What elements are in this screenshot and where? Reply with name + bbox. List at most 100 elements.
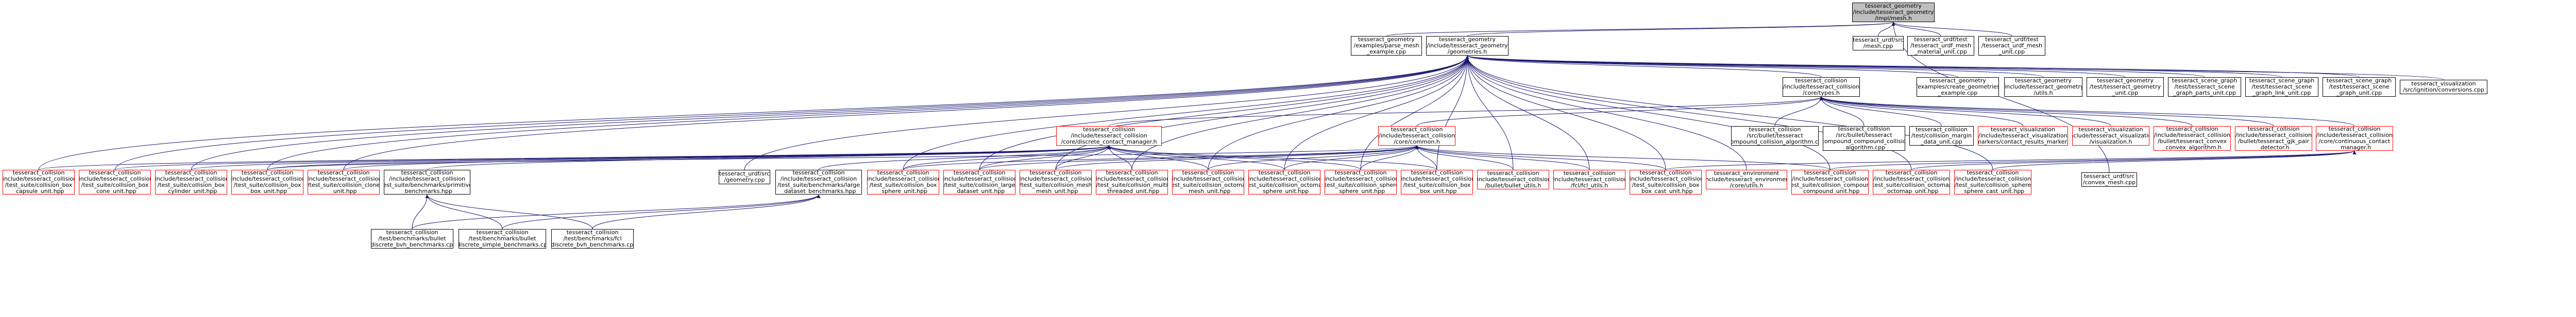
node-compound-unit[interactable]: tesseract_collision /include/tesseract_c… xyxy=(1791,170,1869,195)
edge-root-geometries-h xyxy=(1467,22,1895,37)
edge-root-urdf-mesh-unit xyxy=(1891,22,1941,37)
node-bullet-utils[interactable]: tesseract_collision /include/tesseract_c… xyxy=(1477,170,1549,189)
dependency-edges xyxy=(38,22,2444,230)
edge-types-h-vis-h xyxy=(1819,96,2111,127)
node-sg-link-unit[interactable]: tesseract_scene_graph /test/tesseract_sc… xyxy=(2245,77,2318,97)
edge-geometries-h-bullet-utils xyxy=(1465,55,1514,170)
node-bench-bvh[interactable]: tesseract_collision /test/benchmarks/bul… xyxy=(371,229,453,249)
node-bb-cone[interactable]: tesseract_collision /include/tesseract_c… xyxy=(79,170,151,195)
edge-common-h-bullet-utils xyxy=(1415,145,1514,170)
node-ccm-h[interactable]: tesseract_collision /include/tesseract_c… xyxy=(2316,126,2393,151)
edge-geometries-h-bb-box xyxy=(267,55,1469,170)
edge-geometries-h-sphere-cast xyxy=(1465,55,1993,170)
node-sphere-sphere[interactable]: tesseract_collision /include/tesseract_c… xyxy=(1325,170,1397,195)
node-sg-parts-unit[interactable]: tesseract_scene_graph /test/tesseract_sc… xyxy=(2168,77,2241,97)
edge-common-h-box-cast xyxy=(1415,145,1666,170)
node-geom-unit[interactable]: tesseract_geometry /test/tesseract_geome… xyxy=(2087,77,2164,97)
node-large-ds[interactable]: tesseract_collision /include/tesseract_c… xyxy=(943,170,1015,195)
node-urdf-mesh-unit[interactable]: tesseract_urdf/test /tesseract_urdf_mesh… xyxy=(1907,36,1974,56)
edge-common-h-octo-sphere xyxy=(1284,145,1419,170)
edge-geometries-h-mesh-mesh xyxy=(1055,55,1469,170)
edge-ccm-h-box-cast xyxy=(1665,150,2356,170)
node-fcl-utils[interactable]: tesseract_collision /include/tesseract_c… xyxy=(1553,170,1625,189)
node-create-geoms-ex[interactable]: tesseract_geometry /examples/create_geom… xyxy=(1917,77,1999,97)
edge-geometries-h-box-cast xyxy=(1465,55,1666,170)
edge-bench-large-bench-simple xyxy=(502,194,821,230)
node-multi-thread[interactable]: tesseract_collision /include/tesseract_c… xyxy=(1096,170,1168,195)
node-geometries-h[interactable]: tesseract_geometry /include/tesseract_ge… xyxy=(1426,36,1509,56)
edge-types-h-compound-algo2 xyxy=(1819,96,1865,127)
edge-geometries-h-octo-cast xyxy=(1465,55,1912,170)
edge-geometries-h-bb-cone xyxy=(114,55,1469,170)
node-parse-mesh-ex[interactable]: tesseract_geometry /examples/parse_mesh … xyxy=(1351,36,1422,56)
node-urdf-mesh-unit2[interactable]: tesseract_urdf/test /tesseract_urdf_mesh… xyxy=(1978,36,2045,56)
edge-geometries-h-clone-unit xyxy=(343,55,1469,170)
edge-dcm-h-box-box2 xyxy=(1107,145,1437,170)
node-common-h[interactable]: tesseract_collision /include/tesseract_c… xyxy=(1378,126,1455,146)
node-vis-ign[interactable]: tesseract_visualization /src/ignition/co… xyxy=(2400,80,2487,94)
edge-geometries-h-env-convex xyxy=(1465,55,1747,170)
node-octo-sphere[interactable]: tesseract_collision /include/tesseract_c… xyxy=(1248,170,1320,195)
node-vis-h[interactable]: tesseract_visualization /include/tessera… xyxy=(2072,126,2149,146)
node-octo-cast[interactable]: tesseract_collision /include/tesseract_c… xyxy=(1873,170,1950,195)
edge-common-h-large-ds xyxy=(979,145,1419,170)
node-compound-algo2[interactable]: tesseract_collision /src/bullet/tesserac… xyxy=(1823,126,1905,151)
node-root[interactable]: tesseract_geometry /include/tesseract_ge… xyxy=(1852,3,1935,22)
node-convex-algo[interactable]: tesseract_collision /include/tesseract_c… xyxy=(2154,126,2231,151)
node-clone-unit[interactable]: tesseract_collision /include/tesseract_c… xyxy=(308,170,380,195)
edge-types-h-common-h xyxy=(1416,96,1823,127)
node-dcm-h[interactable]: tesseract_collision /include/tesseract_c… xyxy=(1056,126,1162,146)
edge-geometries-h-vis-ign xyxy=(1466,55,2444,80)
edge-root-parse-mesh-ex xyxy=(1386,22,1895,37)
node-bb-box[interactable]: tesseract_collision /include/tesseract_c… xyxy=(231,170,303,195)
edge-dcm-h-bb-box xyxy=(267,145,1111,170)
edge-geometries-h-octo-mesh xyxy=(1208,55,1469,170)
node-geom-utils[interactable]: tesseract_geometry /include/tesseract_ge… xyxy=(2004,77,2082,97)
node-bench-simple[interactable]: tesseract_collision /test/benchmarks/bul… xyxy=(459,229,546,249)
edge-bench-prim-bench-fcl xyxy=(425,194,593,230)
node-urdf-geom[interactable]: tesseract_urdf/src /geometry.cpp xyxy=(719,170,770,184)
node-vis-markers[interactable]: tesseract_visualization /include/tessera… xyxy=(1978,126,2068,146)
edge-geometries-h-geom-utils xyxy=(1465,55,2044,78)
edge-dcm-h-mesh-mesh xyxy=(1055,145,1111,170)
edge-types-h-convex-algo xyxy=(1819,96,2193,127)
node-octo-mesh[interactable]: tesseract_collision /include/tesseract_c… xyxy=(1172,170,1244,195)
node-gjk-pair[interactable]: tesseract_collision /include/tesseract_c… xyxy=(2235,126,2312,151)
node-bench-prim[interactable]: tesseract_collision /include/tesseract_c… xyxy=(384,170,470,195)
node-bench-large[interactable]: tesseract_collision /include/tesseract_c… xyxy=(775,170,862,195)
edge-geometries-h-bb-capsule xyxy=(38,55,1469,170)
node-box-box2[interactable]: tesseract_collision /include/tesseract_c… xyxy=(1401,170,1473,195)
node-convex-mesh[interactable]: tesseract_urdf/src /convex_mesh.cpp xyxy=(2081,172,2137,187)
edge-dcm-h-bb-capsule xyxy=(38,145,1111,170)
node-bb-capsule[interactable]: tesseract_collision /include/tesseract_c… xyxy=(3,170,75,195)
edge-geometries-h-large-ds xyxy=(979,55,1469,170)
node-margin-unit[interactable]: tesseract_collision /test/collision_marg… xyxy=(1909,126,1974,146)
edge-geometries-h-create-geoms-ex xyxy=(1465,55,1958,78)
node-bench-fcl[interactable]: tesseract_collision /test/benchmarks/fcl… xyxy=(551,229,634,249)
edge-dcm-h-clone-unit xyxy=(343,145,1111,170)
node-mesh-mesh[interactable]: tesseract_collision /include/tesseract_c… xyxy=(1020,170,1092,195)
edge-geometries-h-urdf-geom xyxy=(744,55,1469,170)
node-urdf-mesh-cpp[interactable]: tesseract_urdf/src /mesh.cpp xyxy=(1853,36,1904,50)
edge-ccm-h-octo-cast xyxy=(1911,150,2357,170)
edge-dcm-h-bench-prim xyxy=(427,145,1111,170)
edge-common-h-bb-box xyxy=(267,145,1418,170)
edge-bench-prim-bench-simple xyxy=(425,194,503,230)
edge-common-h-mesh-mesh xyxy=(1055,145,1419,170)
node-box-sphere[interactable]: tesseract_collision /include/tesseract_c… xyxy=(867,170,939,195)
node-types-h[interactable]: tesseract_collision /include/tesseract_c… xyxy=(1783,77,1860,97)
node-sphere-cast[interactable]: tesseract_collision /include/tesseract_c… xyxy=(1954,170,2031,195)
edge-types-h-dcm-h xyxy=(1109,96,1823,127)
node-sg-unit[interactable]: tesseract_scene_graph /test/tesseract_sc… xyxy=(2323,77,2396,97)
edge-geometries-h-sg-link-unit xyxy=(1466,55,2282,78)
node-compound-algo[interactable]: tesseract_collision /src/bullet/tesserac… xyxy=(1731,126,1819,146)
edge-common-h-compound-unit xyxy=(1415,145,1831,170)
node-env-convex[interactable]: tesseract_environment /include/tesseract… xyxy=(1706,170,1787,189)
node-bb-cyl[interactable]: tesseract_collision /include/tesseract_c… xyxy=(155,170,227,195)
edge-types-h-margin-unit xyxy=(1819,96,1942,127)
edge-dcm-h-large-ds xyxy=(979,145,1111,170)
edge-geometries-h-geom-unit xyxy=(1465,55,2126,78)
node-box-cast[interactable]: tesseract_collision /include/tesseract_c… xyxy=(1630,170,1702,195)
edge-bench-large-bench-fcl xyxy=(592,194,821,230)
